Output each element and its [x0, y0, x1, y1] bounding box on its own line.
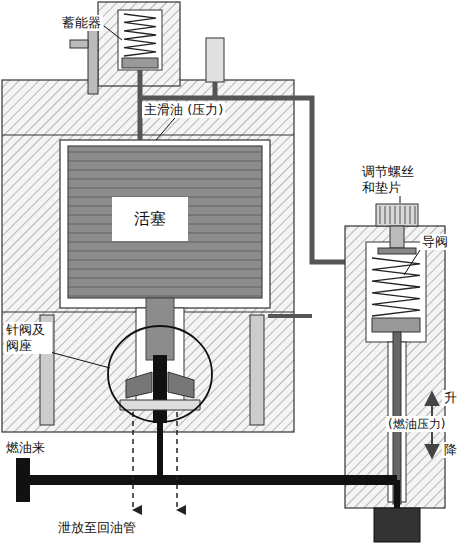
pilot-base — [374, 508, 420, 542]
piston-rod — [146, 298, 174, 360]
part-label: 针阀及 阀座 — [4, 322, 52, 354]
leader-lines — [50, 26, 420, 368]
part-label: 泄放至回油管 — [56, 520, 138, 536]
fuel-inlet-flange — [16, 458, 30, 502]
main-housing — [2, 80, 294, 432]
part-label: 降 — [442, 442, 459, 458]
piston — [68, 146, 262, 298]
part-label-box: 活塞 — [112, 197, 188, 241]
part-label: 燃油来 — [4, 440, 47, 456]
needle-valve — [153, 355, 167, 423]
valve-seat — [126, 372, 194, 398]
part-label: (燃油压力) — [386, 416, 447, 432]
part-label: 主滑油 (压力) — [142, 102, 225, 118]
part-label: 导阀 — [420, 234, 450, 250]
drain-arrow — [176, 412, 178, 510]
oil-fitting — [206, 38, 224, 82]
detail-circle — [108, 326, 212, 422]
drain-arrow — [132, 412, 134, 510]
pilot-valve-housing — [345, 226, 445, 508]
part-name: 活塞 — [134, 209, 166, 230]
part-label: 调节螺丝 和垫片 — [360, 164, 421, 196]
part-label: 升 — [442, 390, 459, 406]
shim — [378, 248, 416, 254]
part-label: 蓄能器 — [60, 15, 103, 31]
adjusting-screw — [376, 204, 418, 226]
fuel-pipe — [30, 475, 397, 485]
